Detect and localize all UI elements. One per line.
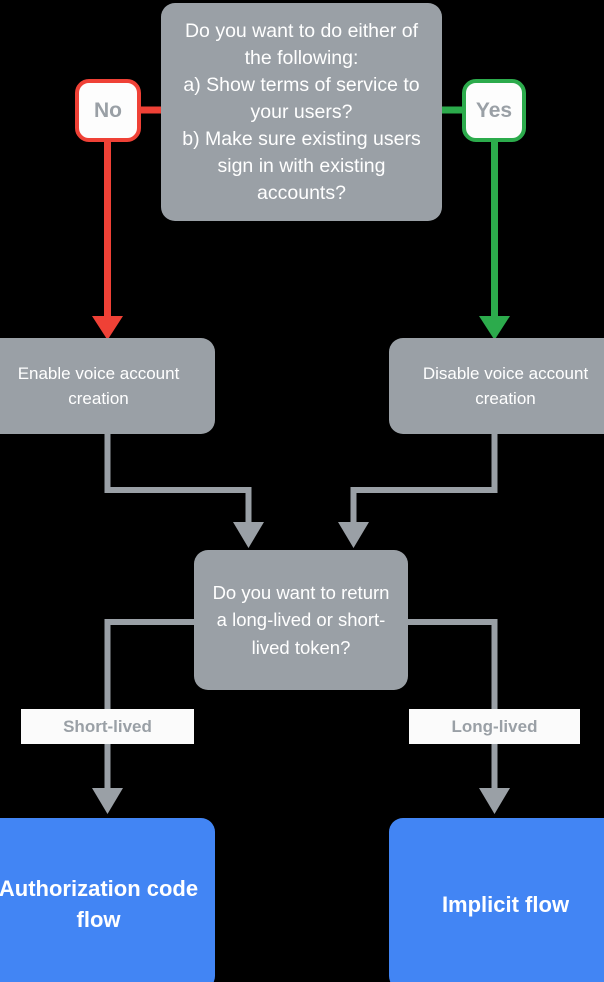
branch-badge-yes: Yes — [462, 79, 526, 142]
arrowhead-token-to-auth-code — [92, 788, 123, 814]
edge-disable-to-token — [350, 434, 498, 524]
arrowhead-no-to-enable — [92, 316, 123, 340]
branch-badge-no: No — [75, 79, 141, 142]
arrowhead-token-to-implicit — [479, 788, 510, 814]
edge-label-short-lived: Short-lived — [21, 709, 194, 744]
process-node-enable-voice-account-creation: Enable voice account creation — [0, 338, 215, 434]
outcome-node-implicit-flow: Implicit flow — [389, 818, 604, 982]
arrowhead-disable-to-token — [338, 522, 369, 548]
edge-token-to-auth-code — [104, 619, 194, 790]
decision-node-terms-and-existing-users: Do you want to do either of the followin… — [161, 3, 442, 221]
arrowhead-yes-to-disable — [479, 316, 510, 340]
arrowhead-enable-to-token — [233, 522, 264, 548]
process-node-disable-voice-account-creation: Disable voice account creation — [389, 338, 604, 434]
decision-node-token-lifetime: Do you want to return a long-lived or sh… — [194, 550, 408, 690]
outcome-node-authorization-code-flow: Authorization code flow — [0, 818, 215, 982]
edge-label-long-lived: Long-lived — [409, 709, 580, 744]
edge-enable-to-token — [104, 434, 252, 524]
edge-token-to-implicit — [408, 619, 498, 790]
